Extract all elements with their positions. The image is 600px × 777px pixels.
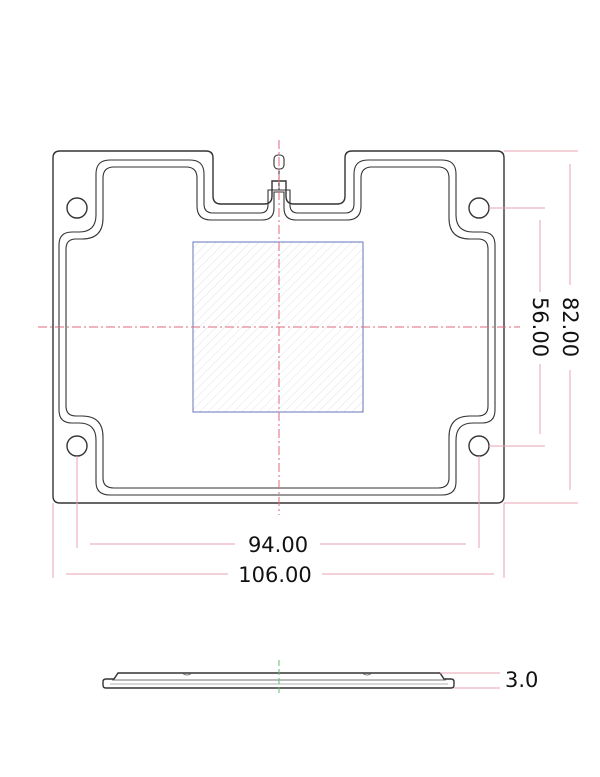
dim-thickness: 3.0 <box>505 668 538 692</box>
mounting-hole-top-left <box>66 197 88 219</box>
dim-hole-spacing-height: 56.00 <box>528 297 552 357</box>
side-profile <box>102 672 455 689</box>
dim-overall-height: 82.00 <box>558 297 582 357</box>
side-bump-left <box>181 672 193 676</box>
side-bump-right <box>361 672 373 676</box>
mounting-hole-top-right <box>468 197 490 219</box>
side-view: 3.0 <box>102 660 538 695</box>
top-view <box>38 140 520 515</box>
dim-overall-width: 106.00 <box>238 563 311 587</box>
mounting-hole-bottom-left <box>66 435 88 457</box>
mounting-hole-bottom-right <box>468 435 490 457</box>
plate-outline <box>52 150 505 504</box>
recess-outline-inner <box>65 166 489 489</box>
recess-outline-outer <box>58 159 496 496</box>
dim-hole-spacing-width: 94.00 <box>248 533 308 557</box>
dimensions: 94.00 106.00 82.00 56.00 <box>52 150 582 587</box>
